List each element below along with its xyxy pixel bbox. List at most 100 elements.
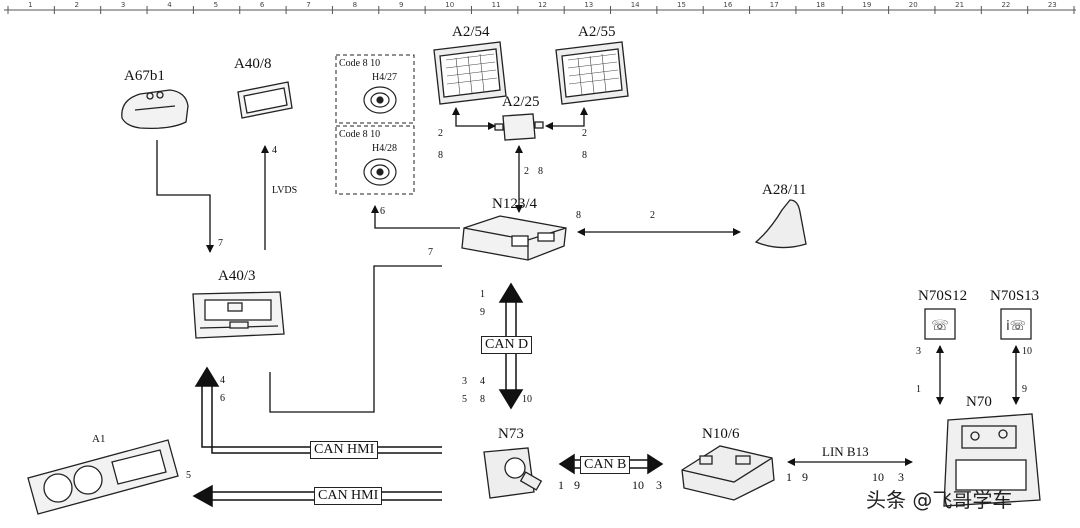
label-n73: N73 [498,426,524,442]
bus-label-can-b: CAN B [580,456,631,474]
pin-hmi-5: 5 [186,470,191,481]
top-ruler [4,6,1076,14]
a40-8-display-icon [237,81,293,119]
speaker-bottom-code: Code 8 10 [339,129,381,140]
n73-ignition-switch-icon [483,447,543,499]
pin-n123-in: 7 [428,247,433,258]
label-a40-8: A40/8 [234,56,272,72]
ruler-label: 10 [445,1,455,9]
ruler-label: 6 [259,1,265,9]
pin-n10-9: 9 [802,470,808,484]
n10-6-sam-module-icon [681,445,775,501]
ruler-label: 13 [584,1,594,9]
ruler-label: 3 [120,1,126,9]
svg-text:☏: ☏ [931,318,949,334]
bus-label-can-d: CAN D [481,336,533,354]
ruler-label: 15 [677,1,686,9]
label-n123-4: N123/4 [492,196,537,212]
ruler-label: 7 [306,1,311,9]
pin-n73-3: 3 [656,478,662,492]
speaker-h4-28-icon [363,158,397,186]
a1-instrument-cluster-icon [27,439,179,515]
label-a1: A1 [92,433,106,445]
pin-a2-25-left-8: 8 [438,150,443,161]
pin-cand-10: 10 [522,394,532,405]
pin-ant-2: 2 [650,210,655,221]
pin-cand-1: 1 [480,289,485,300]
ruler-label: 16 [723,1,733,9]
pin-s13-10: 10 [1022,346,1032,357]
ruler-label: 20 [908,1,918,9]
pin-a40-3-in: 7 [218,238,223,249]
label-a28-11: A28/11 [762,182,807,198]
ruler-label: 11 [491,1,501,9]
speaker-top-code: Code 8 10 [339,58,381,69]
ruler-label: 8 [352,1,358,9]
pin-a2-25-left-2: 2 [438,128,443,139]
label-n70s12: N70S12 [918,288,968,304]
bus-label-lin-b13: LIN B13 [822,444,869,459]
a2-54-tuner-icon [433,41,507,105]
pin-hmi-4: 4 [220,375,225,386]
ruler-label: 5 [213,1,219,9]
a2-55-tuner-icon [555,41,629,105]
n70s12-switch-icon: ☏ [924,308,956,340]
pin-ant-8: 8 [576,210,581,221]
ruler-label: 2 [74,1,79,9]
ruler-label: 23 [1047,1,1057,9]
a2-25-splitter-icon [494,113,544,141]
pin-speaker-out: 6 [380,206,385,217]
ruler-label: 19 [862,1,872,9]
pin-a2-25-right-2: 2 [582,128,587,139]
watermark: 头条 @飞哥学车 [866,488,1013,512]
pin-a2-25-right-8: 8 [582,150,587,161]
ruler-label: 17 [769,1,779,9]
can-hmi-bus-arrows [192,366,442,508]
speaker-top-label: H4/27 [372,72,397,83]
pin-n73-10: 10 [632,478,644,492]
ruler-label: 14 [630,1,640,9]
pin-lin-10: 10 [872,470,884,484]
connection-lines [156,107,1020,466]
label-a2-25: A2/25 [502,94,540,110]
ruler-label: 21 [955,1,965,9]
bus-label-can-hmi-1: CAN HMI [310,441,379,459]
label-a40-3: A40/3 [218,268,256,284]
ruler-label: 22 [1001,1,1011,9]
pin-a40-8-up: 4 [272,145,277,156]
label-a2-55: A2/55 [578,24,616,40]
label-n70: N70 [966,394,992,410]
label-a2-54: A2/54 [452,24,490,40]
bus-label-can-hmi-2: CAN HMI [314,487,383,505]
n123-4-module-icon [461,215,567,261]
pin-cand-3: 3 [462,376,467,387]
n70s13-switch-icon: i☏ [1000,308,1032,340]
pin-a2-25-down-8: 8 [538,166,543,177]
a67b1-microphone-icon [121,89,189,130]
pin-lin-3: 3 [898,470,904,484]
pin-cand-8: 8 [480,394,485,405]
ruler-label: 4 [167,1,172,9]
pin-cand-4: 4 [480,376,485,387]
ruler-label: 12 [538,1,547,9]
pin-n10-1: 1 [786,470,792,484]
pin-a2-25-down-2: 2 [524,166,529,177]
pin-cand-5: 5 [462,394,467,405]
ruler-label: 18 [816,1,825,9]
pin-hmi-6: 6 [220,393,225,404]
label-n10-6: N10/6 [702,426,740,442]
n70-overhead-module-icon [943,413,1041,507]
pin-s13-9: 9 [1022,384,1027,395]
pin-n73-1: 1 [558,478,564,492]
pin-cand-9: 9 [480,307,485,318]
speaker-dashed-boxes [335,54,415,195]
bus-label-lvds: LVDS [272,185,298,196]
pin-s12-1: 1 [916,384,921,395]
pin-n73-9: 9 [574,478,580,492]
a28-11-antenna-icon [754,199,807,249]
ruler-label: 1 [28,1,33,9]
ruler-label: 9 [398,1,404,9]
speaker-bottom-label: H4/28 [372,143,397,154]
